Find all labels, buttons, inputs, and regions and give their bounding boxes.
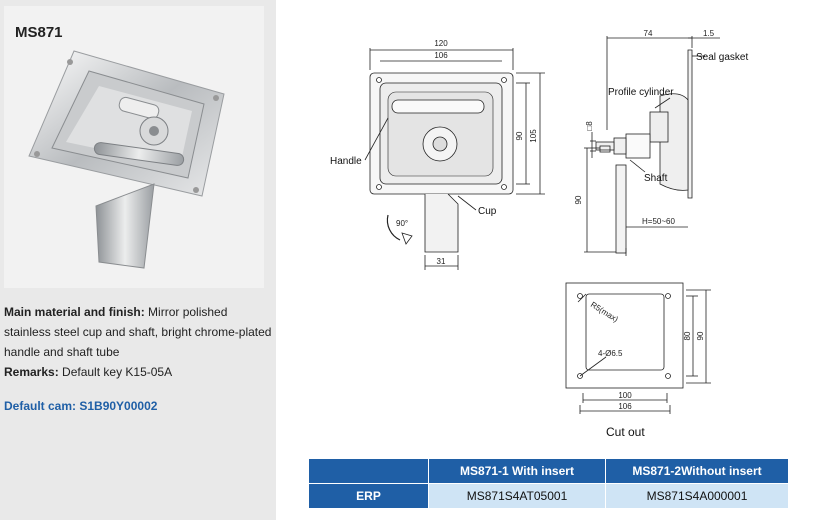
dim-cutout-height-inner: 80 [683,331,692,340]
side-gasket [687,49,693,199]
dim-panel-range: H=50~60 [642,217,675,226]
dim-cutout-width-inner: 100 [618,391,632,400]
cutout-inner [585,293,665,371]
erp-table-header-row: MS871-1 With insert MS871-2Without inser… [308,458,789,484]
dim-front-height-inner: 90 [515,131,524,140]
dim-front-shaft-width: 31 [437,257,446,266]
erp-row-label: ERP [308,483,429,509]
dim-shaft-length: 90 [574,195,583,204]
dim-gasket-thickness: 1.5 [703,29,715,38]
material-label: Main material and finish: [4,305,145,319]
dim-side-depth: 74 [644,29,653,38]
product-photo: MS871 [4,6,264,288]
dim-cutout-height-outer: 90 [696,331,705,340]
product-photo-illustration [28,50,225,269]
front-view [364,48,545,270]
erp-table-row: ERP MS871S4AT05001 MS871S4A000001 [308,483,789,509]
technical-drawing: 120 106 90 105 31 90° Handle Cup 74 1.5 … [330,29,748,414]
default-cam-text: Default cam: S1B90Y00002 [4,399,158,413]
cutout-view [565,282,711,414]
label-seal-gasket: Seal gasket [696,52,748,63]
dim-front-height-outer: 105 [529,129,538,143]
erp-table-header-empty [308,458,429,484]
erp-table-header-without-insert: MS871-2Without insert [605,458,789,484]
label-shaft: Shaft [644,173,668,184]
cutout-caption: Cut out [606,425,645,439]
label-profile-cylinder: Profile cylinder [608,87,674,98]
erp-code-with-insert: MS871S4AT05001 [428,483,606,509]
dim-cutout-width-outer: 106 [618,402,632,411]
side-shaft [615,164,627,254]
front-handle [391,99,485,114]
material-text: Mirror polished stainless steel cup and … [4,305,272,359]
label-cup: Cup [478,206,497,217]
note-cutout-holes: 4-Ø6.5 [598,349,623,358]
label-handle: Handle [330,156,362,167]
remarks-label: Remarks: [4,365,59,379]
product-description: Main material and finish: Mirror polishe… [4,302,272,382]
product-title: MS871 [15,24,63,41]
erp-code-without-insert: MS871S4A000001 [605,483,789,509]
remarks-text: Default key K15-05A [58,365,173,379]
front-shaft [424,193,459,253]
erp-table: MS871-1 With insert MS871-2Without inser… [308,458,789,509]
side-cylinder [649,111,669,143]
product-info-panel: MS871 Main material and finish: Mirror p… [0,0,276,520]
side-view [584,36,720,256]
dim-front-width-inner: 106 [434,51,448,60]
dim-rotation: 90° [396,219,408,228]
erp-table-header-with-insert: MS871-1 With insert [428,458,606,484]
dim-square-size: □8 [585,121,594,131]
dim-front-width-outer: 120 [434,39,448,48]
